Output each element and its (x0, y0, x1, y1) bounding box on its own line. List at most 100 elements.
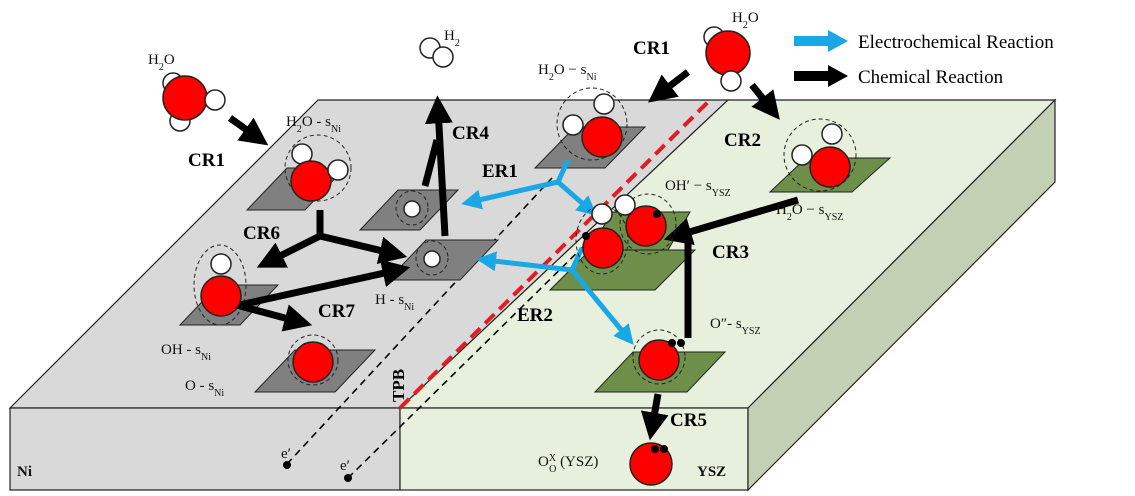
electron-dot (660, 445, 668, 453)
arrow-cr7-a (234, 259, 411, 310)
label-ysz: YSZ (697, 464, 726, 480)
adsorption-boundary (415, 240, 449, 276)
h2o-sni-top-molecule (556, 87, 628, 161)
label-h-sni: H - sNi (375, 292, 414, 313)
tpb-line (398, 98, 712, 410)
label-er1: ER1 (482, 161, 518, 182)
oxygen-atom (162, 75, 208, 121)
adsorption-boundary (287, 334, 339, 386)
legend-chemical-label: Chemical Reaction (858, 67, 1004, 88)
o-dprime-sysz-atom (632, 329, 686, 385)
hydrogen-atom (423, 250, 441, 268)
electron-dot (651, 445, 659, 453)
label-h2o-sni-top: H2O − sNi (538, 62, 597, 83)
label-o-dprime-sysz: O″- sYSZ (710, 316, 761, 337)
label-electron-a: e′ (281, 446, 291, 462)
adsorption-boundary (619, 193, 677, 255)
arrow-cr2 (749, 82, 780, 120)
ysz-side-face (747, 98, 1056, 492)
legend-chemical-swatch (794, 71, 828, 81)
hydrogen-atom (791, 144, 813, 166)
label-h2o-sysz: H2O − sYSZ (776, 202, 843, 223)
arrow-cr1-right (648, 69, 691, 103)
ysz-front-face (399, 407, 749, 491)
hydrogen-atom (210, 253, 232, 275)
hydrogen-atom (614, 194, 636, 216)
anode-slab (8, 98, 1057, 492)
label-h2o-left: H2O (148, 52, 175, 73)
legend-electrochemical: Electrochemical Reaction (794, 30, 1054, 53)
hydrogen-atom (591, 203, 613, 225)
reaction-labels: CR1 CR1 CR2 CR3 CR4 CR5 CR6 CR7 ER1 ER2 … (188, 38, 761, 431)
ni-front-face (9, 407, 401, 491)
legend-chemical: Chemical Reaction (794, 65, 1004, 88)
oxygen-atom (638, 339, 680, 381)
arrow-er1-a (555, 158, 571, 184)
adsorption-boundary (284, 134, 352, 202)
label-cr7: CR7 (318, 301, 355, 322)
hydrogen-atom (432, 46, 454, 68)
hydrogen-atom (593, 93, 615, 115)
site-h-sni (386, 239, 500, 281)
h2o-molecule-left (162, 72, 226, 132)
h2-molecule (419, 37, 454, 68)
arrow-er1-b (461, 179, 559, 210)
h-sni-atom (415, 240, 449, 276)
h-sni-lone-atom (395, 190, 429, 226)
arrow-cr4-b (421, 139, 441, 187)
adsorption-boundary (193, 244, 247, 326)
hydrogen-atom (327, 159, 349, 181)
label-er2: ER2 (517, 305, 553, 326)
arrow-er2-b (476, 251, 573, 273)
oxx-ysz-atom (629, 442, 673, 486)
oxygen-atom (290, 160, 332, 202)
legend-chemical-arrowhead (828, 65, 848, 87)
electrochemical-arrows (461, 158, 634, 345)
label-cr3: CR3 (712, 242, 749, 263)
label-cr1-left: CR1 (188, 150, 225, 171)
adsorption-boundary (632, 329, 686, 385)
hydrogen-atom (821, 123, 843, 145)
hydrogen-atom (720, 70, 742, 92)
arrow-cr1-left (227, 115, 269, 146)
label-ni: Ni (17, 464, 32, 480)
electron-dot (653, 210, 661, 218)
hydrogen-atom (403, 200, 421, 218)
legend-electrochemical-label: Electrochemical Reaction (858, 32, 1054, 53)
arrow-cr3 (663, 196, 799, 246)
oxygen-atom (629, 442, 673, 486)
h2o-molecule-right (703, 26, 751, 92)
electron-path-b (347, 239, 591, 479)
label-cr5: CR5 (670, 410, 707, 431)
oxygen-atom (292, 341, 334, 383)
adsorption-boundary (556, 87, 628, 161)
legend: Electrochemical Reaction Chemical Reacti… (794, 30, 1054, 88)
label-cr4: CR4 (452, 123, 489, 144)
oxygen-atom (809, 146, 851, 188)
oh-sni-molecule (193, 244, 247, 326)
arrow-er2-c (570, 268, 634, 345)
hydrogen-atom (562, 114, 584, 136)
arrow-er2-a (569, 246, 585, 272)
label-oh-prime-sysz: OH′ − sYSZ (665, 178, 731, 199)
electron-dot-a (283, 461, 291, 469)
label-h2o-sni-left: H2O - sNi (286, 114, 341, 135)
electron-dot (677, 339, 685, 347)
label-o-sni: O - sNi (185, 378, 224, 399)
oh-prime-sysz-molecule (575, 193, 677, 275)
chemical-arrows (227, 69, 799, 441)
h2o-sysz-molecule (783, 118, 857, 192)
electron-dot (582, 232, 590, 240)
label-tpb: TPB (389, 369, 408, 402)
oxygen-atom (581, 116, 623, 158)
label-h2o-right: H2O (732, 10, 759, 31)
label-cr6: CR6 (243, 223, 280, 244)
adsorption-boundary (783, 118, 857, 192)
arrow-cr5 (640, 393, 669, 441)
label-electron-b: e′ (340, 458, 350, 474)
arrow-er1-c (556, 180, 597, 216)
arrow-cr4-a (424, 95, 453, 237)
label-oh-sni: OH - sNi (161, 342, 211, 363)
legend-electrochemical-arrowhead (828, 30, 848, 52)
